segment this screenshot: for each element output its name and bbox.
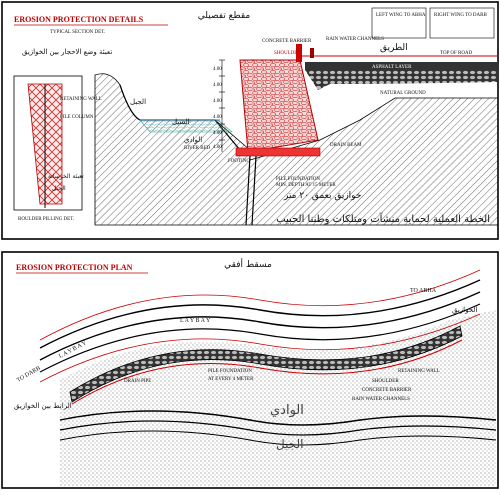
right-wing-label: RIGHT WING TO DARB [434,13,487,18]
left-wing-label: LEFT WING TO ABHA [376,13,426,18]
right-wing-box [429,7,495,39]
top-title-ar: مقطع تفصيلي [198,11,251,21]
pile-every-label: AT EVERY 4 METER [208,377,254,382]
retaining-wall [239,59,319,153]
pile-column-label: PILE COLUMN [60,115,94,120]
note-ar-label: الخطة العملية لحماية منشآت ومتلكات وطننا… [276,212,490,225]
mountain-area [60,411,496,486]
dim-5: 4.00 [213,131,222,136]
piles-ar-label: خوازيق بعمق ٢٠ متر [283,191,361,201]
natural-ground-label: NATURAL GROUND [380,91,426,96]
valley-area [60,310,496,425]
retaining-wall-band [69,325,463,403]
mountain-bottom-label: الجبل [52,185,66,192]
top-title: EROSION PROTECTION DETAILS [14,15,144,24]
link-ar-label: الرابط بين الخوازيق [14,402,72,410]
valley-ar-label: الوادي [270,403,304,418]
pile-depth-label: MIN. DEPTH AT 15 METER [276,183,336,188]
road-edge-outer-bottom [39,313,481,383]
bottom-title: EROSION PROTECTION PLAN [16,263,133,272]
concrete-barrier-label: CONCRETE BARRIER [262,39,312,44]
dim-ticks [219,59,225,141]
plan-panel: EROSION PROTECTION PLAN مسقط أفقي TO ABH… [1,251,499,489]
valley-label: الوادي [184,136,202,144]
dim-2: 4.00 [213,83,222,88]
asphalt-label: ASPHALT LAYER [372,65,412,70]
road-edge-top [39,279,481,349]
pile-foundation-label: PILE FOUNDATION [276,177,320,182]
to-abha-label: TO ABHA [410,288,437,294]
dim-6: 4.00 [213,145,222,150]
mountain-edge-3 [59,430,497,446]
grouting-label: تعبئة الخرسانة [48,173,84,180]
asphalt-layer [305,62,498,70]
stone-gap-label: تعبئة وضع الاحجار بين الخوازيق [22,48,112,56]
road-ar-label: الطريق [380,43,408,53]
top-subtitle: TYPICAL SECTION DET. [50,30,105,35]
dim-1: 4.00 [213,67,222,72]
rain-channel-line [71,339,463,405]
mountain-edge-2 [59,420,497,436]
drain-beam-label: DRAIN BEAM [330,143,362,148]
footing-label: FOOTING [228,159,250,164]
river-bed-label: RIVER BED [184,146,211,151]
boulder-label: BOULDER PILLING DET. [18,217,74,222]
retaining-wall-bottom-label: RETAINING WALL [398,369,440,374]
pile-2 [251,155,257,226]
shoulder-label: SHOULDER [274,51,301,56]
section-detail-panel: 4.00 4.00 4.00 4.00 4.00 4.00 LEFT WING … [1,1,499,240]
shoulder-bottom-label: SHOULDER [372,379,399,384]
retaining-wall-label: RETAINING WALL [60,97,102,102]
pile-foundation-bottom-label: PILE FOUNDATION [208,369,252,374]
piles-ar-label-bottom: الخوازيق [452,306,477,314]
top-of-road-label: TOP OF ROAD [440,51,473,56]
drain-pipe-label: DRAIN PIPE [124,379,151,384]
pile-1 [245,155,251,226]
road-edge-bottom [39,303,481,373]
concrete-barrier [296,44,302,62]
road-edge-outer-top [39,269,481,341]
rain-water-label: RAIN WATER CHANNELS [326,37,384,42]
rain-water-bottom-label: RAIN WATER CHANNELS [352,397,410,402]
concrete-barrier-bottom-label: CONCRETE BARRIER [362,388,412,393]
laybay-top-label: L A Y B A Y [180,318,211,324]
mountain-label: الجبل [130,98,146,106]
mountain-edge-1 [59,410,497,426]
left-wing-box [371,7,427,39]
boulder-detail-frame [13,75,83,211]
road-centerline [39,291,481,361]
rain-channel [310,48,314,58]
footing [235,147,321,157]
dim-3: 4.00 [213,99,222,104]
road-base [305,70,498,90]
mountain-ar-label: الجبل [276,437,303,451]
dim-4: 4.00 [213,115,222,120]
bottom-title-ar: مسقط أفقي [224,258,272,270]
flood-label: السيل [172,118,190,126]
